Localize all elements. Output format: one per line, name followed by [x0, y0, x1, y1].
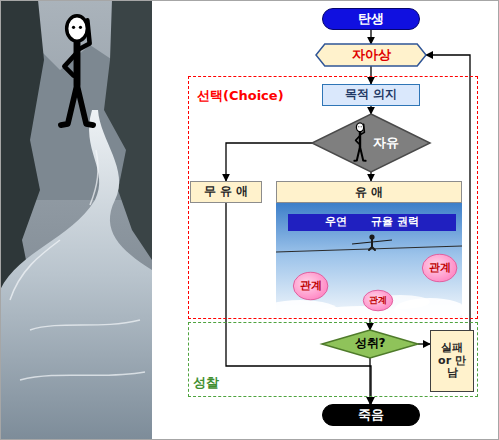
node-text: 관계 [429, 262, 451, 275]
concept-band: 우연 규율 권력 [288, 214, 456, 231]
flow-arrow [369, 358, 370, 404]
process-box: 실패 or 만남 [430, 330, 474, 392]
walker-body [369, 239, 375, 250]
flow-arrow [369, 318, 370, 330]
flow-arrow [226, 203, 371, 404]
process-box: 무 유 애 [190, 181, 262, 203]
flow-arrow [370, 172, 371, 181]
river-photo [0, 0, 152, 440]
end-terminal: 죽음 [322, 404, 420, 426]
flow-arrow [370, 30, 371, 44]
node-text: 성취? [355, 337, 386, 351]
reflection-region: 성찰 성취? 실패 or 만남 [188, 322, 478, 397]
node-text: 자유 [373, 136, 399, 151]
node-text: 무 유 애 [204, 185, 248, 199]
node-text: 관계 [369, 295, 387, 305]
node-text: 규율 권력 [371, 216, 419, 229]
bubble-shape [294, 272, 329, 299]
node-text: 자아상 [352, 48, 391, 63]
bubble-shape [423, 254, 458, 281]
decision-diamond: 성취? [322, 330, 418, 358]
flow-arrow [370, 106, 371, 114]
relation-bubble: 관계 [293, 272, 328, 300]
decision-diamond: 자유 [312, 114, 430, 172]
self-image-hexagon: 자아상 [316, 44, 426, 66]
node-text: 실패 or 만남 [437, 342, 467, 380]
relation-bubble: 관계 [422, 254, 457, 282]
water-glint [10, 150, 145, 380]
photo-sky [0, 0, 152, 440]
diamond-shape [312, 114, 430, 172]
relation-bubble: 관계 [363, 290, 393, 311]
node-text: 유 애 [276, 181, 462, 203]
flow-arrow [226, 143, 312, 181]
choice-region: 선택(Choice)목적 의지자유무 유 애유 애우연규율 권력관계관계관계 [188, 76, 478, 319]
start-terminal: 탄생 [322, 8, 420, 30]
hex-shape [316, 44, 426, 66]
process-box: 목적 의지 [322, 84, 420, 106]
region-label: 성찰 [193, 376, 219, 391]
river [0, 110, 152, 440]
node-text: 탄생 [358, 12, 384, 27]
thinking-figure [61, 16, 93, 125]
bubble-shape [363, 290, 392, 311]
tightrope-picture [260, 203, 466, 326]
region-label: 선택(Choice) [197, 89, 284, 104]
flow-arrow [370, 66, 371, 84]
process-panel: 유 애우연규율 권력관계관계관계 [276, 181, 462, 318]
figure-icon-use [354, 123, 365, 161]
node-text: 죽음 [358, 408, 384, 423]
figure-icon [352, 122, 368, 162]
node-text: 목적 의지 [345, 88, 397, 102]
node-text: 우연 [325, 216, 347, 229]
diamond-shape [322, 330, 418, 358]
diamond-outline [312, 114, 430, 172]
node-text: 관계 [300, 280, 322, 293]
right-cliff [104, 0, 152, 260]
